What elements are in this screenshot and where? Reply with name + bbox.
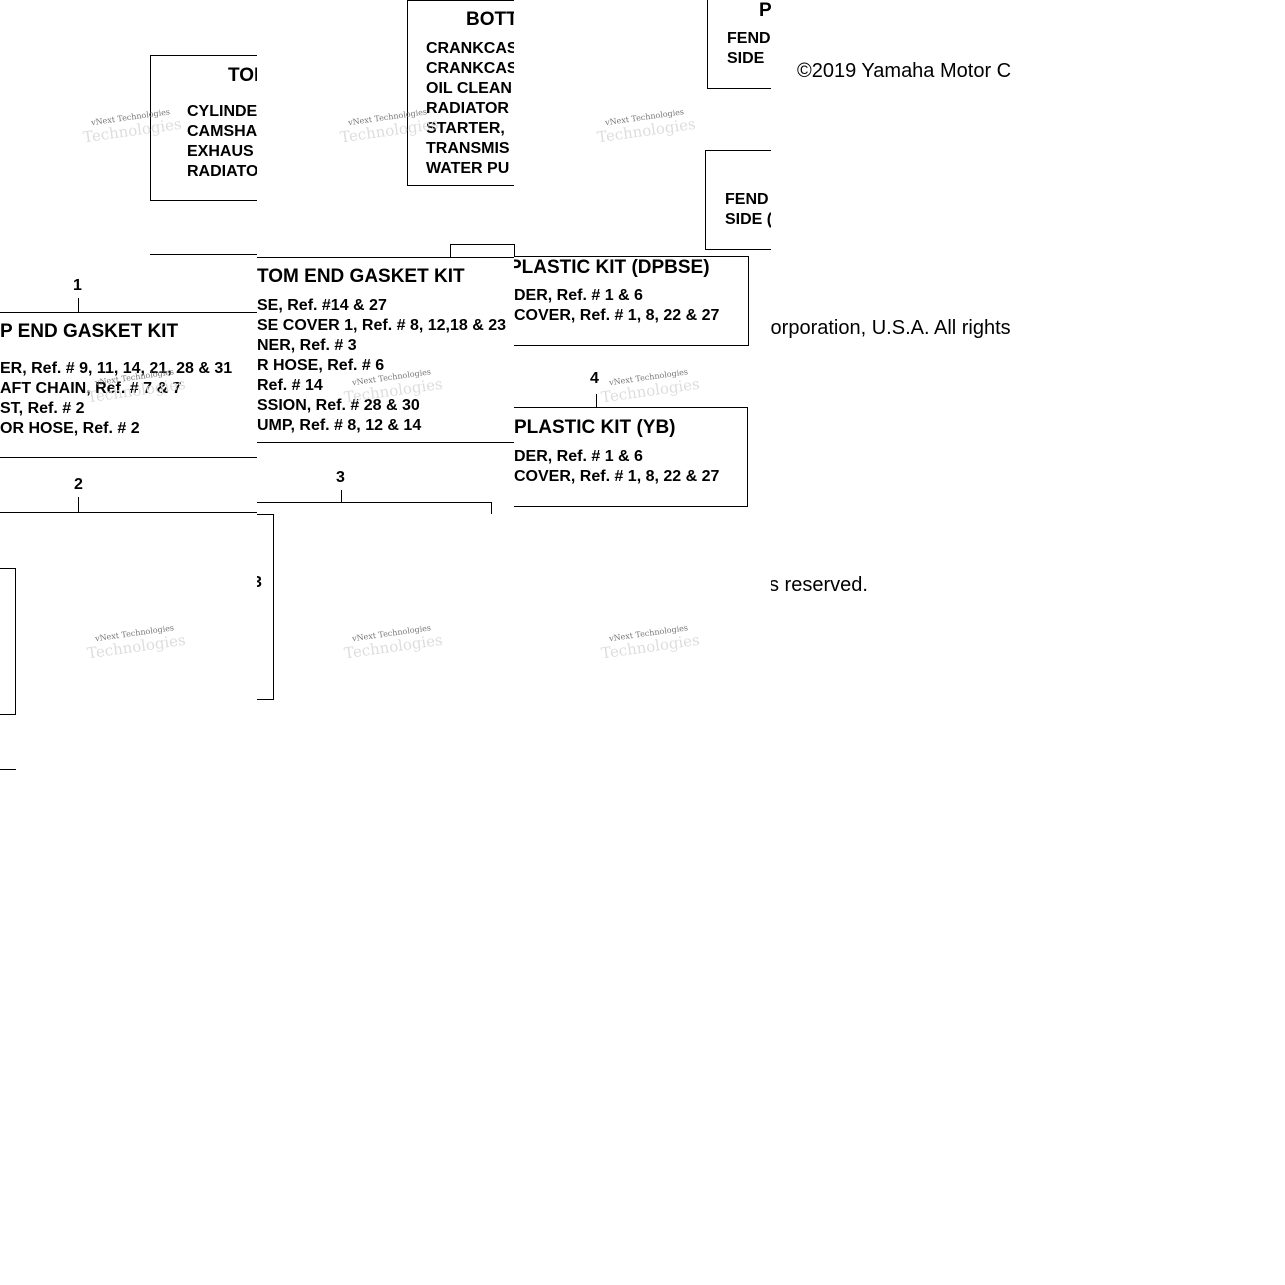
connector-line	[257, 502, 492, 503]
plastic-header-item: FEND	[727, 30, 771, 47]
top-end-header-box	[150, 55, 257, 201]
bottom-end-item: TRANSMIS	[426, 140, 510, 157]
top-end-gasket-kit-item: ST, Ref. # 2	[0, 400, 85, 417]
bottom-end-gasket-kit-item: UMP, Ref. # 8, 12 & 14	[257, 417, 422, 434]
plastic-kit-yb-title: PLASTIC KIT (YB)	[514, 417, 676, 438]
plastic-mid-box	[705, 150, 771, 250]
plastic-kit-dpbse-box	[514, 256, 749, 346]
bottom-end-item: RADIATOR	[426, 100, 509, 117]
top-end-gasket-kit-box	[0, 312, 257, 458]
plastic-mid-item: FEND	[725, 191, 769, 208]
plastic-header-title: P	[759, 0, 771, 21]
partial-label: 3	[257, 574, 262, 591]
diagram-tile-4: ©2019 Yamaha Motor C :orporation, U.S.A.…	[771, 0, 1028, 1285]
bottom-end-item: CRANKCAS	[426, 60, 514, 77]
connector-line	[78, 497, 79, 512]
plastic-kit-yb-box	[514, 407, 748, 507]
copyright-line-1: ©2019 Yamaha Motor C	[797, 60, 1012, 82]
top-end-item: RADIATO	[187, 163, 257, 180]
plastic-kit-yb-item: DER, Ref. # 1 & 6	[514, 448, 643, 465]
diagram-tile-2: BOTT CRANKCAS CRANKCAS OIL CLEAN RADIATO…	[257, 0, 514, 1285]
bottom-end-gasket-kit-box	[257, 257, 514, 443]
connector-line	[0, 769, 16, 770]
plastic-kit-dpbse-title: PLASTIC KIT (DPBSE)	[514, 257, 710, 278]
bottom-end-item: STARTER,	[426, 120, 505, 137]
connector-line	[78, 298, 79, 312]
connector-line	[341, 490, 342, 502]
diagram-tile-3: P FEND SIDE FEND SIDE ( PLASTIC KIT (DPB…	[514, 0, 771, 1285]
callout-number-3: 3	[336, 469, 345, 486]
plastic-kit-dpbse-item: DER, Ref. # 1 & 6	[514, 287, 643, 304]
bottom-end-gasket-kit-title: TOM END GASKET KIT	[257, 266, 465, 287]
callout-number-2: 2	[74, 476, 83, 493]
bottom-end-header-box	[407, 0, 514, 186]
connector-line	[450, 244, 451, 258]
top-end-item: CAMSHA	[187, 123, 257, 140]
connector-line	[596, 394, 597, 407]
top-end-header-title: TOI	[228, 65, 257, 86]
callout-number-1: 1	[73, 277, 82, 294]
copyright-line-2: :orporation, U.S.A. All rights	[771, 317, 1011, 339]
plastic-mid-item: SIDE (	[725, 211, 771, 228]
bottom-end-gasket-kit-item: SE, Ref. #14 & 27	[257, 297, 387, 314]
connector-line	[0, 512, 257, 513]
bottom-end-header-title: BOTT	[466, 9, 514, 30]
connector-line	[450, 244, 514, 245]
bottom-end-gasket-kit-item: Ref. # 14	[257, 377, 323, 394]
bottom-end-item: WATER PU	[426, 160, 510, 177]
top-end-gasket-kit-item: AFT CHAIN, Ref. # 7 & 7	[0, 380, 182, 397]
bottom-end-item: OIL CLEAN	[426, 80, 512, 97]
diagram-tile-1: TOI CYLINDE CAMSHA EXHAUS RADIATO 1 P EN…	[0, 0, 257, 1285]
copyright-line-3: s reserved.	[771, 574, 868, 596]
top-end-gasket-kit-item: OR HOSE, Ref. # 2	[0, 420, 140, 437]
plastic-kit-dpbse-item: COVER, Ref. # 1, 8, 22 & 27	[514, 307, 720, 324]
bottom-end-gasket-kit-item: SSION, Ref. # 28 & 30	[257, 397, 420, 414]
plastic-kit-yb-item: COVER, Ref. # 1, 8, 22 & 27	[514, 468, 720, 485]
partial-box	[0, 568, 16, 715]
top-end-item: CYLINDE	[187, 103, 257, 120]
connector-line	[150, 254, 257, 255]
bottom-end-gasket-kit-item: R HOSE, Ref. # 6	[257, 357, 385, 374]
top-end-gasket-kit-item: ER, Ref. # 9, 11, 14, 21, 28 & 31	[0, 360, 233, 377]
callout-number-4: 4	[590, 370, 599, 387]
plastic-header-item: SIDE	[727, 50, 765, 67]
bottom-end-item: CRANKCAS	[426, 40, 514, 57]
partial-box	[257, 514, 274, 700]
bottom-end-gasket-kit-item: SE COVER 1, Ref. # 8, 12,18 & 23	[257, 317, 507, 334]
connector-line	[491, 502, 492, 514]
top-end-item: EXHAUS	[187, 143, 254, 160]
plastic-header-box	[707, 0, 771, 89]
top-end-gasket-kit-title: P END GASKET KIT	[0, 321, 179, 342]
bottom-end-gasket-kit-item: NER, Ref. # 3	[257, 337, 357, 354]
connector-line	[514, 244, 515, 256]
